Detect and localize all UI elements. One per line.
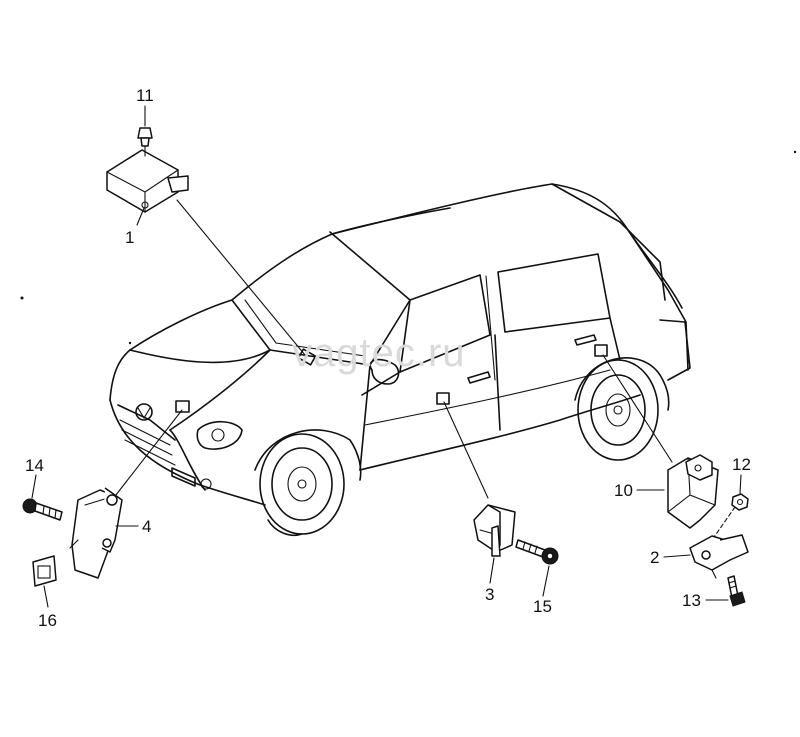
callout-2: 2 [650,548,659,567]
watermark: vagtec.ru [292,331,466,375]
callout-16: 16 [38,611,57,630]
part-3-sensor [473,504,516,557]
part-4-sensor [69,487,123,579]
leader-lines [111,199,673,501]
part-15-bolt [515,539,559,565]
car-illustration [109,183,691,536]
callout-lines [31,105,742,608]
callout-10: 10 [614,481,633,500]
callout-3: 3 [485,585,494,604]
part-14-bolt [22,498,63,521]
part-12-nut [731,493,749,511]
callout-1: 1 [125,228,134,247]
part-10-bracket [667,454,719,529]
callout-4: 4 [142,517,151,536]
part-2-sensor [689,534,749,579]
part-11-bolt [137,127,153,157]
callout-11: 11 [136,86,154,105]
part-1-control-unit [106,149,189,213]
dot-mark [128,341,132,345]
dot-mark [20,296,24,300]
callout-13: 13 [682,591,701,610]
callout-14: 14 [25,456,44,475]
dot-mark [793,150,797,154]
part-13-screw [727,575,746,607]
part-16-clip [32,555,57,587]
callout-labels: 11 1 14 4 16 3 15 10 12 2 13 [25,86,751,630]
callout-12: 12 [732,455,751,474]
callout-15: 15 [533,597,552,616]
